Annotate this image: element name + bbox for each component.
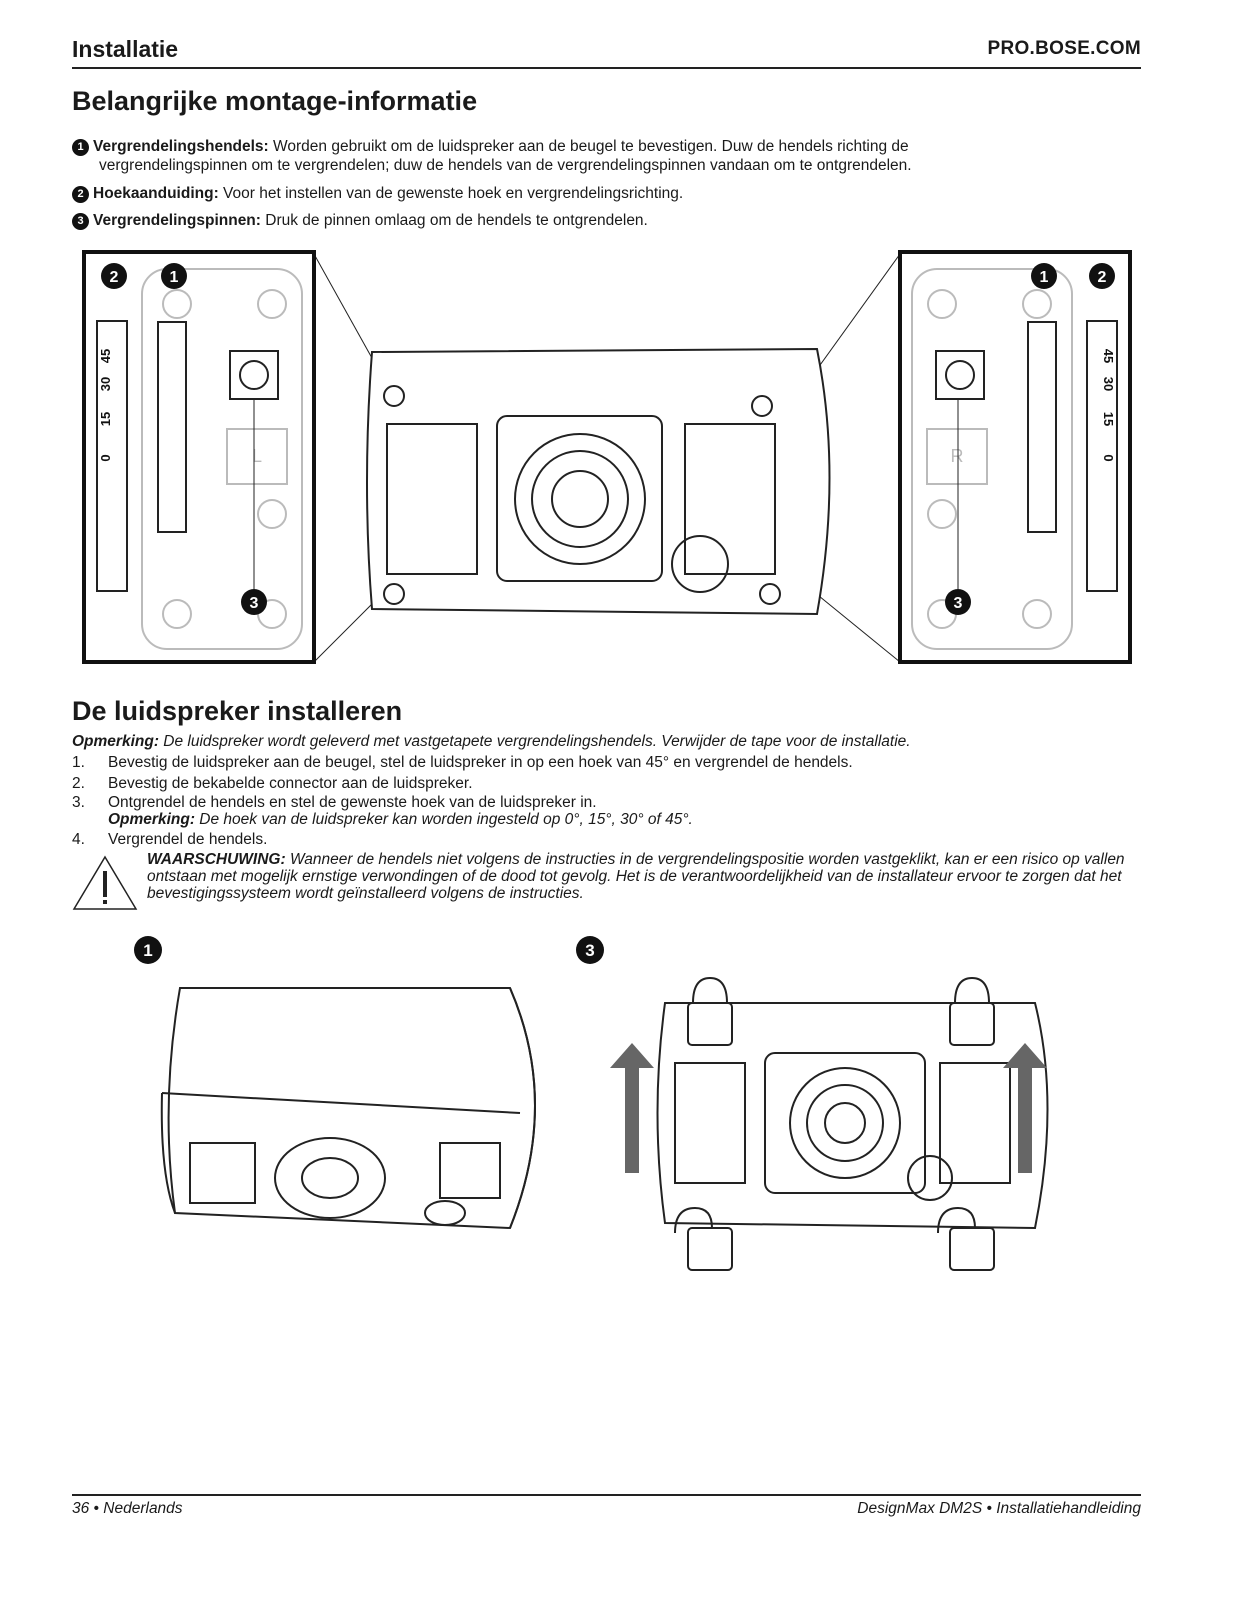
step-text: Vergrendel de hendels. (108, 831, 268, 848)
callout-2-icon: 2 (101, 263, 127, 289)
note-label: Opmerking: (72, 733, 159, 750)
angle-15: 15 (98, 412, 113, 426)
step-3-note-text: De hoek van de luidspreker kan worden in… (199, 811, 693, 828)
step-text: Ontgrendel de hendels en stel de gewenst… (108, 794, 597, 811)
definition-text: Voor het instellen van de gewenste hoek … (223, 185, 684, 202)
svg-text:2: 2 (1098, 269, 1107, 286)
document-title: DesignMax DM2S • Installatiehandleiding (857, 1500, 1141, 1517)
svg-text:3: 3 (954, 595, 963, 612)
info-heading: Belangrijke montage-informatie (72, 86, 478, 116)
definition-text: Worden gebruikt om de luidspreker aan de… (273, 138, 909, 155)
section-title: Installatie (72, 36, 179, 62)
install-heading: De luidspreker installeren (72, 696, 403, 726)
svg-text:1: 1 (143, 941, 152, 960)
definition-term: Vergrendelingspinnen: (93, 212, 261, 229)
callout-1-icon: 1 (161, 263, 187, 289)
definition-term: Vergrendelingshendels: (93, 138, 269, 155)
angle-30: 30 (98, 377, 113, 391)
mounting-diagram: 45 30 15 0 L 2 1 3 (82, 250, 1132, 664)
step-number: 2. (72, 775, 85, 792)
step-2: 2. Bevestig de bekabelde connector aan de… (72, 775, 1142, 792)
step-number: 1. (72, 754, 85, 771)
note-text: De luidspreker wordt geleverd met vastge… (163, 733, 911, 750)
angle-45: 45 (1101, 349, 1116, 363)
angle-45: 45 (98, 349, 113, 363)
lock-closed-icon (687, 976, 995, 1046)
step-1: 1. Bevestig de luidspreker aan de beugel,… (72, 754, 1142, 771)
right-inset: 45 30 15 0 R 1 2 3 (898, 250, 1132, 664)
angle-0: 0 (1101, 454, 1116, 461)
speaker-front-view (366, 347, 831, 616)
callout-1-icon: 1 (72, 139, 89, 156)
callout-3-icon: 3 (241, 589, 267, 615)
callout-3-icon: 3 (945, 589, 971, 615)
warning-body: Wanneer de hendels niet volgens de instr… (147, 851, 1125, 902)
callout-1-icon: 1 (1031, 263, 1057, 289)
angle-0: 0 (98, 454, 113, 461)
site-url[interactable]: PRO.BOSE.COM (987, 38, 1141, 59)
definition-term: Hoekaanduiding: (93, 185, 219, 202)
install-diagrams: 1 3 (134, 936, 1049, 1271)
speaker-lock-view (656, 1002, 1049, 1230)
step-3-note-label: Opmerking: (108, 811, 195, 828)
angle-30: 30 (1101, 377, 1116, 391)
svg-text:3: 3 (585, 941, 594, 960)
svg-text:1: 1 (1040, 269, 1049, 286)
install-note: Opmerking: De luidspreker wordt geleverd… (72, 733, 1142, 751)
arrow-up-icon (610, 1043, 1047, 1173)
definition-text: Druk de pinnen omlaag om de hendels te o… (265, 212, 648, 229)
callout-3-icon: 3 (576, 936, 604, 964)
svg-text:2: 2 (110, 269, 119, 286)
svg-text:3: 3 (250, 595, 259, 612)
warning-icon (72, 855, 138, 910)
header-rule (72, 67, 1141, 69)
left-letter: L (252, 446, 262, 466)
step-text: Bevestig de bekabelde connector aan de l… (108, 775, 473, 792)
svg-text:1: 1 (170, 269, 179, 286)
step-4: 4. Vergrendel de hendels. (72, 831, 1142, 848)
page-number: 36 • Nederlands (72, 1500, 183, 1517)
callout-2-icon: 2 (72, 186, 89, 203)
warning-label: WAARSCHUWING: (147, 851, 286, 868)
step-3-note: Opmerking: De hoek van de luidspreker ka… (72, 811, 1142, 828)
step-number: 4. (72, 831, 85, 848)
speaker-angled-view (160, 987, 536, 1230)
warning-text: WAARSCHUWING: Wanneer de hendels niet vo… (147, 851, 1137, 902)
lock-open-icon (674, 1206, 995, 1271)
callout-2-icon: 2 (1089, 263, 1115, 289)
definition-text-continued: vergrendelingspinnen om te vergrendelen;… (99, 157, 912, 174)
left-inset: 45 30 15 0 L 2 1 3 (82, 250, 316, 664)
angle-15: 15 (1101, 412, 1116, 426)
callout-1-icon: 1 (134, 936, 162, 964)
step-3: 3. Ontgrendel de hendels en stel de gewen… (72, 794, 1142, 828)
right-letter: R (951, 446, 964, 466)
step-text: Bevestig de luidspreker aan de beugel, s… (108, 754, 853, 771)
step-number: 3. (72, 794, 85, 811)
footer-rule (72, 1494, 1141, 1496)
callout-3-icon: 3 (72, 213, 89, 230)
